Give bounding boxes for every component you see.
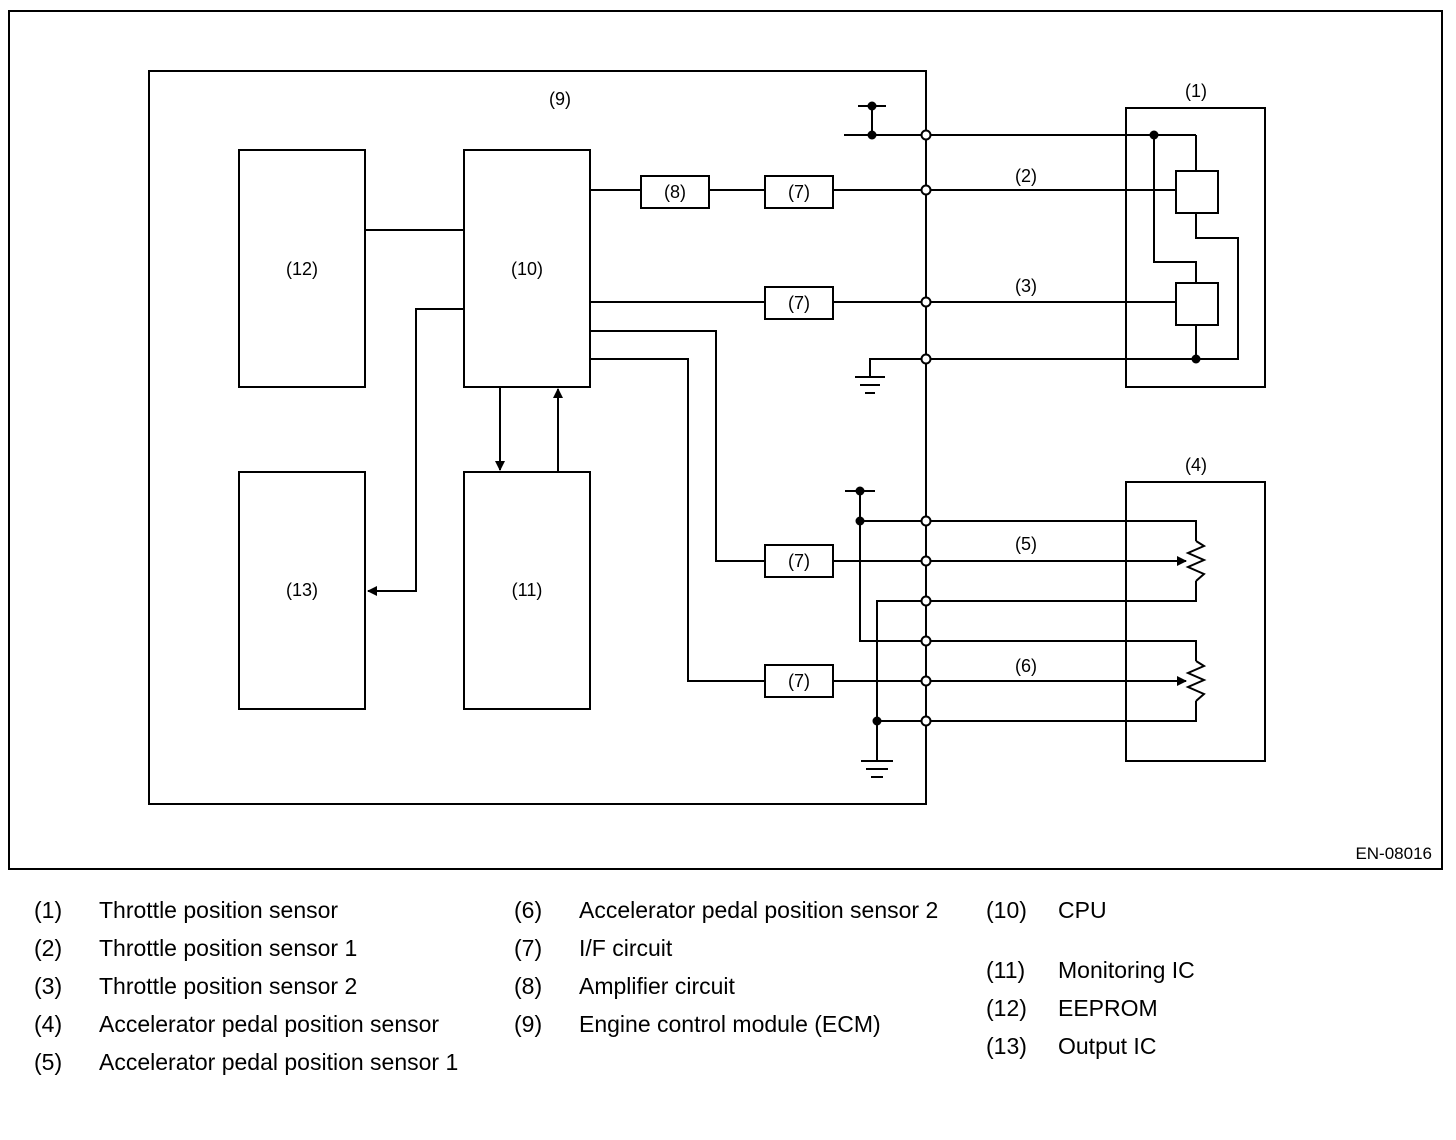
legend-text: Accelerator pedal position sensor (99, 1011, 440, 1037)
wire-row6 (590, 358, 1187, 686)
ecm-label: (9) (549, 89, 571, 109)
apps-power-supply (845, 486, 1197, 661)
legend-column-1: (1) Throttle position sensor (2) Throttle … (34, 895, 484, 1085)
eeprom-block: (12) (238, 149, 366, 388)
accelerator-pedal-position-sensor: (4) (1125, 455, 1266, 762)
legend-item: (13) Output IC (986, 1031, 1426, 1061)
legend-item: (4) Accelerator pedal position sensor (34, 1009, 484, 1039)
legend-text: Engine control module (ECM) (579, 1011, 881, 1037)
amp-label: (8) (664, 182, 686, 202)
tps1-wire-label: (2) (1015, 166, 1037, 186)
legend-item: (9) Engine control module (ECM) (514, 1009, 964, 1039)
legend-number: (13) (986, 1033, 1027, 1059)
legend-number: (8) (514, 973, 543, 999)
legend-number: (10) (986, 897, 1027, 923)
legend-number: (4) (34, 1011, 63, 1037)
reference-code: EN-08016 (1355, 844, 1432, 863)
legend-number: (1) (34, 897, 63, 923)
circuit-diagram: (9) (12) (10) (13) (11) (8) (7) (7) (8, 10, 1443, 870)
amplifier-circuit-box: (8) (640, 175, 710, 209)
legend-item: (7) I/F circuit (514, 933, 964, 963)
legend-text: Output IC (1058, 1033, 1157, 1059)
output-ic-label: (13) (286, 580, 318, 600)
tps-ground (855, 358, 1238, 394)
tps-element-2 (1175, 282, 1219, 326)
diagram-frame (8, 10, 1443, 870)
legend-text: Throttle position sensor 2 (99, 973, 358, 999)
legend-number: (12) (986, 995, 1027, 1021)
cpu-output-wire (367, 308, 464, 596)
tps-power-supply (844, 101, 1196, 140)
legend-text: Accelerator pedal position sensor 2 (579, 897, 939, 923)
if-label-4: (7) (788, 671, 810, 691)
legend-item: (10) CPU (986, 895, 1426, 925)
apps2-wire-label: (6) (1015, 656, 1037, 676)
wire-row5 (590, 330, 1187, 566)
legend-text: Amplifier circuit (579, 973, 735, 999)
legend-item: (5) Accelerator pedal position sensor 1 (34, 1047, 484, 1077)
apps1-wire-label: (5) (1015, 534, 1037, 554)
legend-number: (9) (514, 1011, 543, 1037)
throttle-position-sensor: (1) (1125, 81, 1266, 388)
if-circuit-box-3: (7) (764, 544, 834, 578)
legend-item: (2) Throttle position sensor 1 (34, 933, 484, 963)
legend-number: (3) (34, 973, 63, 999)
legend-number: (6) (514, 897, 543, 923)
eeprom-label: (12) (286, 259, 318, 279)
legend-text: EEPROM (1058, 995, 1158, 1021)
tps-box-label: (1) (1185, 81, 1207, 101)
cpu-block: (10) (463, 149, 591, 388)
legend-text: Throttle position sensor (99, 897, 339, 923)
potentiometer-1 (1185, 540, 1207, 582)
legend-number: (7) (514, 935, 543, 961)
legend-item: (6) Accelerator pedal position sensor 2 (514, 895, 964, 925)
apps-ground (861, 581, 1197, 778)
legend-number: (5) (34, 1049, 63, 1075)
legend-item: (11) Monitoring IC (986, 955, 1426, 985)
legend-text: Accelerator pedal position sensor 1 (99, 1049, 459, 1075)
legend-item: (12) EEPROM (986, 993, 1426, 1023)
if-circuit-box-1: (7) (764, 175, 834, 209)
monitoring-ic-block: (11) (463, 471, 591, 710)
if-label-2: (7) (788, 293, 810, 313)
legend-item: (1) Throttle position sensor (34, 895, 484, 925)
potentiometer-2 (1185, 660, 1207, 702)
legend-text: Throttle position sensor 1 (99, 935, 358, 961)
connector-pins (920, 129, 932, 727)
if-label-3: (7) (788, 551, 810, 571)
legend-item: (8) Amplifier circuit (514, 971, 964, 1001)
legend-item: (3) Throttle position sensor 2 (34, 971, 484, 1001)
legend-column-2: (6) Accelerator pedal position sensor 2 (… (514, 895, 964, 1047)
tps2-wire-label: (3) (1015, 276, 1037, 296)
legend-text: Monitoring IC (1058, 957, 1195, 983)
if-circuit-box-4: (7) (764, 664, 834, 698)
if-label-1: (7) (788, 182, 810, 202)
legend-text: I/F circuit (579, 935, 673, 961)
legend-number: (2) (34, 935, 63, 961)
legend-number: (11) (986, 957, 1026, 983)
if-circuit-box-2: (7) (764, 286, 834, 320)
legend-column-3: (10) CPU (11) Monitoring IC (12) EEPROM (13… (986, 895, 1426, 1069)
output-ic-block: (13) (238, 471, 366, 710)
tps-element-1 (1175, 170, 1219, 214)
legend-text: CPU (1058, 897, 1107, 923)
apps-box-label: (4) (1185, 455, 1207, 475)
monitoring-ic-label: (11) (512, 580, 543, 600)
cpu-label: (10) (511, 259, 543, 279)
